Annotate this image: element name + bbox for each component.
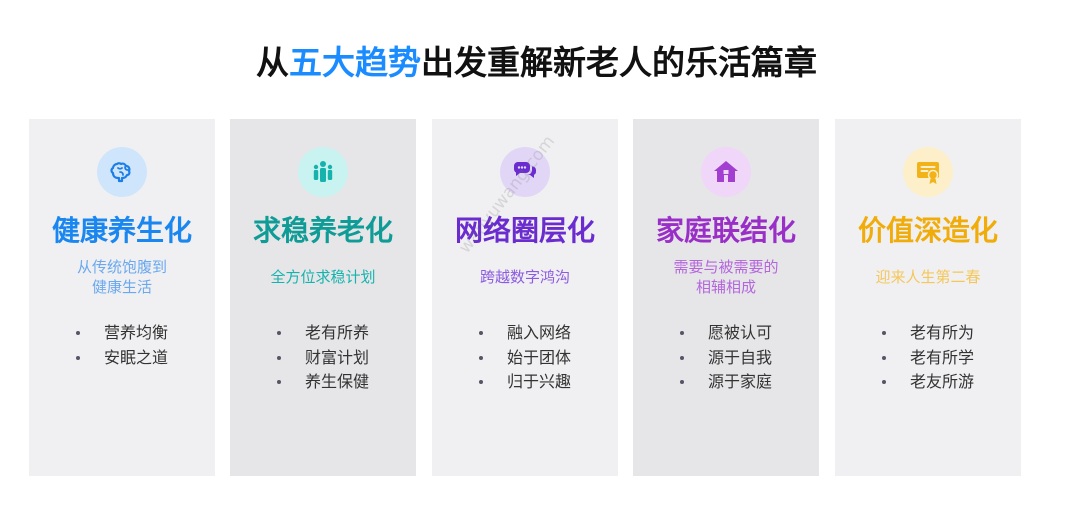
card-heading: 健康养生化 bbox=[51, 214, 192, 247]
card-stability: 求稳养老化 全方位求稳计划 老有所养 财富计划 养生保健 bbox=[230, 119, 416, 476]
list-item: 始于团体 bbox=[478, 346, 571, 371]
card-health: 健康养生化 从传统饱腹到 健康生活 营养均衡 安眠之道 bbox=[29, 119, 215, 476]
home-icon bbox=[714, 161, 738, 182]
list-item: 老有所学 bbox=[881, 346, 974, 371]
title-suffix: 出发重解新老人的乐活篇章 bbox=[421, 43, 817, 82]
bullet bbox=[75, 355, 80, 360]
people-icon bbox=[313, 161, 333, 182]
card-subtitle: 全方位求稳计划 bbox=[270, 268, 376, 286]
list-item: 源于自我 bbox=[679, 346, 772, 371]
certificate-icon bbox=[917, 162, 939, 184]
list-item: 养生保健 bbox=[276, 370, 369, 395]
card-subtitle: 跨越数字鸿沟 bbox=[479, 268, 570, 286]
list-item-text: 愿被认可 bbox=[707, 323, 772, 342]
card-heading: 家庭联结化 bbox=[655, 214, 796, 247]
icon-circle bbox=[97, 147, 147, 197]
title-prefix: 从 bbox=[256, 43, 289, 82]
card-value: 价值深造化 迎来人生第二春 老有所为 老有所学 老友所游 bbox=[835, 119, 1021, 476]
list-item-text: 安眠之道 bbox=[103, 347, 168, 367]
chat-bubbles-icon bbox=[513, 162, 537, 178]
card-family: 家庭联结化 需要与被需要的 相辅相成 愿被认可 源于自我 源于家庭 bbox=[633, 119, 819, 476]
list-item: 安眠之道 bbox=[75, 346, 168, 371]
bullet bbox=[276, 331, 281, 335]
list-item: 源于家庭 bbox=[679, 370, 772, 395]
list-item-text: 始于团体 bbox=[506, 347, 571, 367]
list-item-text: 老有所为 bbox=[909, 323, 974, 342]
bullet bbox=[679, 380, 684, 384]
bullet bbox=[276, 355, 281, 360]
card-list: 老有所为 老有所学 老友所游 bbox=[881, 321, 974, 395]
page-title: 从五大趋势出发重解新老人的乐活篇章 bbox=[0, 36, 1073, 84]
card-list: 老有所养 财富计划 养生保健 bbox=[276, 321, 369, 395]
bullet bbox=[881, 331, 886, 335]
list-item: 财富计划 bbox=[276, 346, 369, 371]
list-item: 愿被认可 bbox=[679, 321, 772, 346]
icon-circle bbox=[903, 147, 953, 197]
list-item: 融入网络 bbox=[478, 321, 571, 346]
title-highlight: 五大趋势 bbox=[289, 43, 421, 82]
list-item-text: 老有所养 bbox=[304, 323, 369, 342]
list-item: 归于兴趣 bbox=[478, 370, 571, 395]
card-heading: 价值深造化 bbox=[857, 214, 998, 247]
bullet bbox=[679, 331, 684, 335]
bullet bbox=[75, 331, 80, 335]
list-item-text: 财富计划 bbox=[304, 347, 369, 367]
list-item-text: 源于自我 bbox=[707, 347, 772, 367]
bullet bbox=[881, 380, 886, 384]
card-list: 愿被认可 源于自我 源于家庭 bbox=[679, 321, 772, 395]
bullet bbox=[478, 331, 483, 335]
list-item-text: 养生保健 bbox=[304, 372, 369, 391]
icon-circle bbox=[500, 147, 550, 197]
card-heading: 求稳养老化 bbox=[252, 214, 393, 247]
card-subtitle: 需要与被需要的 相辅相成 bbox=[673, 258, 779, 296]
brain-icon bbox=[110, 162, 131, 183]
list-item-text: 归于兴趣 bbox=[506, 372, 571, 391]
list-item-text: 源于家庭 bbox=[707, 372, 772, 391]
icon-circle bbox=[701, 147, 751, 197]
card-list: 营养均衡 安眠之道 bbox=[75, 321, 168, 371]
card-heading: 网络圈层化 bbox=[454, 214, 595, 247]
list-item-text: 营养均衡 bbox=[103, 323, 168, 342]
bullet bbox=[881, 355, 886, 360]
list-item-text: 融入网络 bbox=[506, 323, 571, 342]
list-item: 老友所游 bbox=[881, 370, 974, 395]
bullet bbox=[478, 380, 483, 384]
list-item: 老有所养 bbox=[276, 321, 369, 346]
bullet bbox=[478, 355, 483, 360]
card-network: 网络圈层化 跨越数字鸿沟 融入网络 始于团体 归于兴趣 bbox=[432, 119, 618, 476]
list-item-text: 老友所游 bbox=[909, 372, 974, 391]
card-subtitle: 迎来人生第二春 bbox=[875, 268, 981, 286]
bullet bbox=[679, 355, 684, 360]
list-item: 老有所为 bbox=[881, 321, 974, 346]
icon-circle bbox=[298, 147, 348, 197]
bullet bbox=[276, 380, 281, 384]
list-item: 营养均衡 bbox=[75, 321, 168, 346]
card-list: 融入网络 始于团体 归于兴趣 bbox=[478, 321, 571, 395]
list-item-text: 老有所学 bbox=[909, 347, 974, 367]
card-subtitle: 从传统饱腹到 健康生活 bbox=[76, 258, 167, 296]
